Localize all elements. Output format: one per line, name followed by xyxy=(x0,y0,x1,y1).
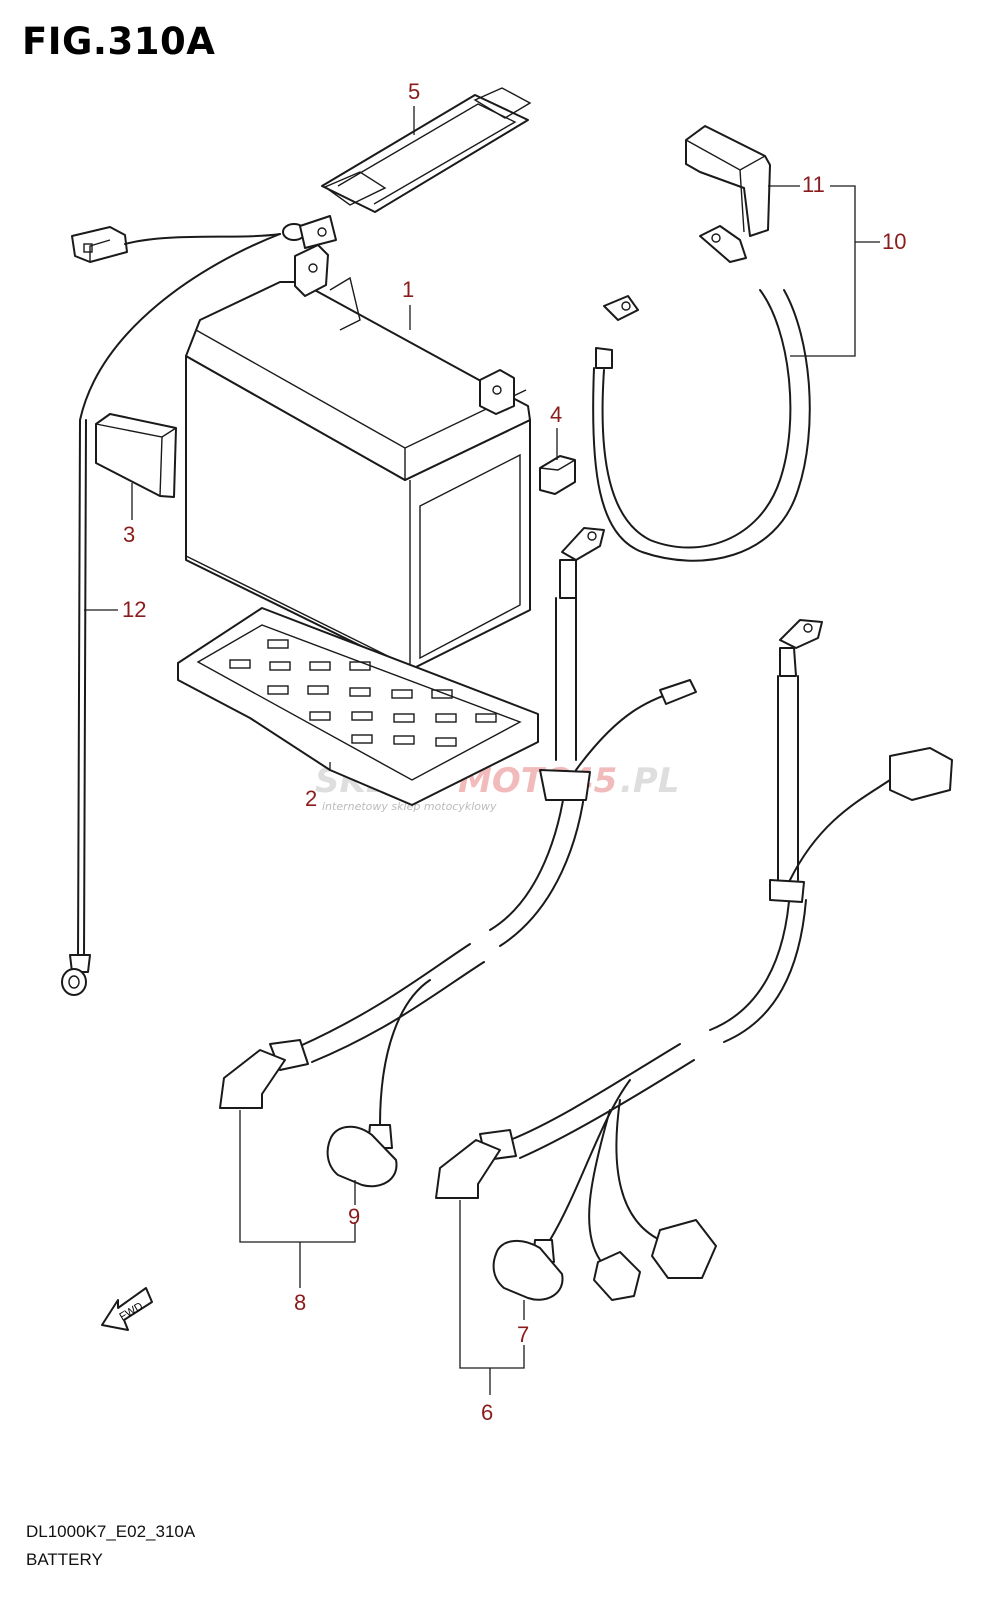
battery-tray[interactable] xyxy=(177,607,539,806)
leader-lines xyxy=(84,106,880,1395)
part-number-7: 7 xyxy=(517,1322,529,1347)
part-number-11: 11 xyxy=(802,172,825,197)
diagram-name: BATTERY xyxy=(26,1550,103,1569)
part-number-3: 3 xyxy=(123,522,135,547)
part-number-10: 10 xyxy=(882,229,906,254)
tray-slots xyxy=(229,639,497,747)
part-numbers: 1 2 3 4 5 6 7 8 9 10 11 12 xyxy=(122,79,906,1425)
part-number-12: 12 xyxy=(122,597,146,622)
part-number-5: 5 xyxy=(408,79,420,104)
positive-cable[interactable] xyxy=(592,125,811,562)
part-number-1: 1 xyxy=(402,277,414,302)
part-number-6: 6 xyxy=(481,1400,493,1425)
fwd-label: FWD xyxy=(117,1300,145,1323)
starter-cable[interactable] xyxy=(219,527,697,1188)
part-number-9: 9 xyxy=(348,1204,360,1229)
main-harness-cable[interactable] xyxy=(435,619,953,1301)
part-number-8: 8 xyxy=(294,1290,306,1315)
ground-wire[interactable] xyxy=(61,215,337,996)
watermark-subtext: internetowy sklep motocyklowy xyxy=(322,800,497,813)
battery[interactable] xyxy=(185,244,531,671)
watermark-text-d: .PL xyxy=(620,761,680,801)
part-number-2: 2 xyxy=(305,786,317,811)
battery-pad[interactable] xyxy=(95,413,177,498)
battery-strap[interactable] xyxy=(321,87,532,213)
part-number-4: 4 xyxy=(550,402,562,427)
fwd-arrow-icon: FWD xyxy=(101,1287,153,1331)
small-pad[interactable] xyxy=(539,455,576,495)
figure-title: FIG.310A xyxy=(22,20,216,63)
diagram-code: DL1000K7_E02_310A xyxy=(26,1522,196,1541)
